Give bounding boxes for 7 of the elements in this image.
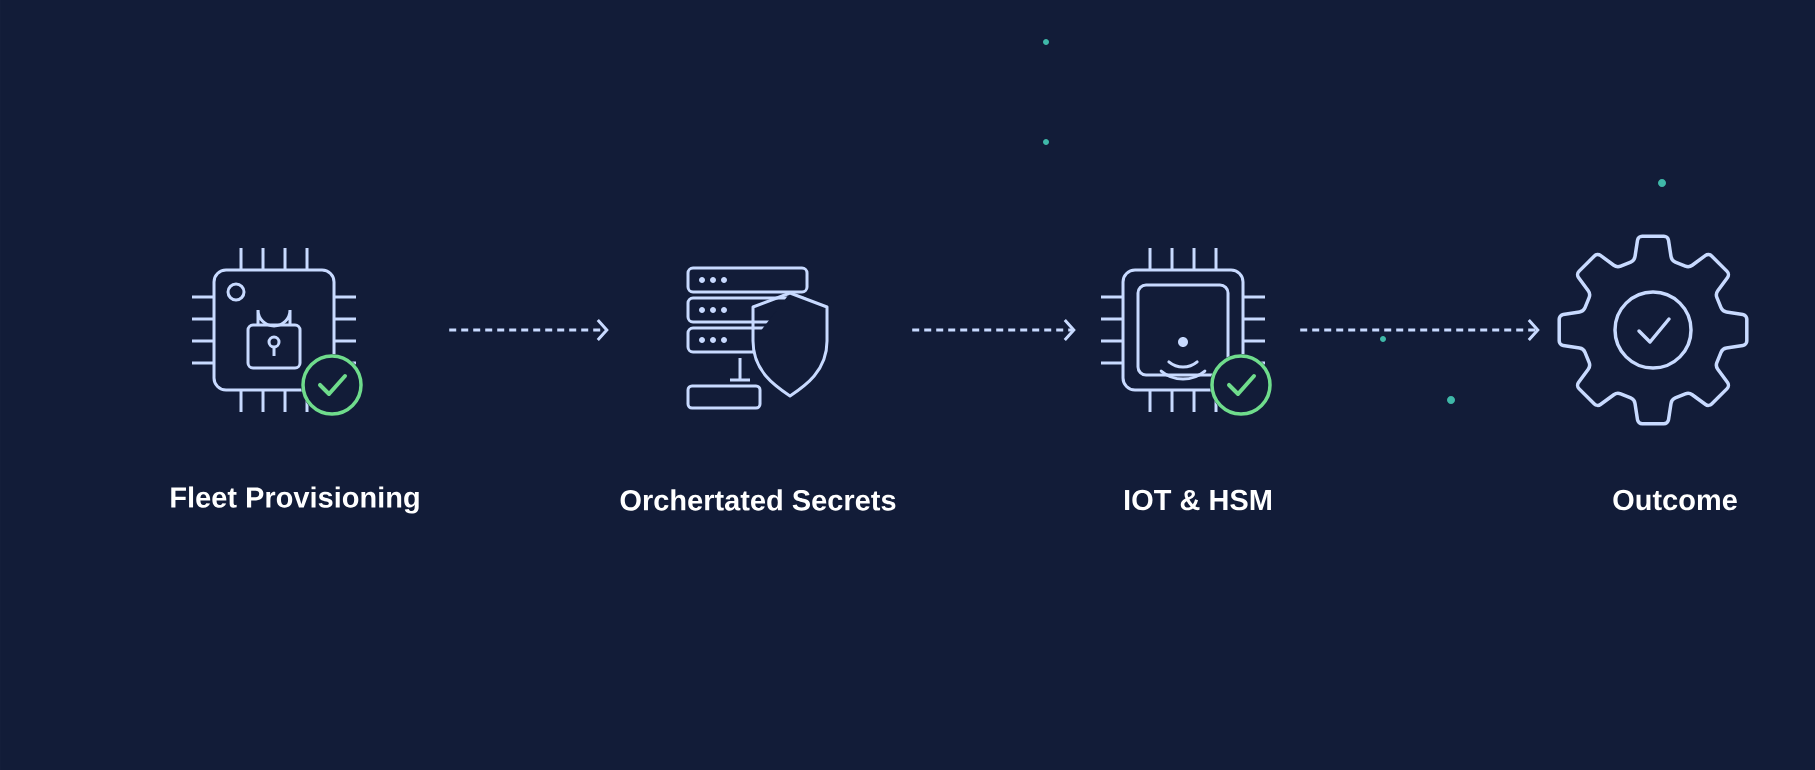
arrow bbox=[1300, 319, 1540, 341]
step-label: Fleet Provisioning bbox=[171, 486, 419, 514]
arrow bbox=[912, 319, 1076, 341]
step-label: IOT & HSM bbox=[1125, 489, 1271, 511]
step-label: Outcome bbox=[1613, 489, 1737, 511]
step-label: Orchertated Secrets bbox=[620, 489, 896, 511]
arrow bbox=[449, 319, 609, 341]
